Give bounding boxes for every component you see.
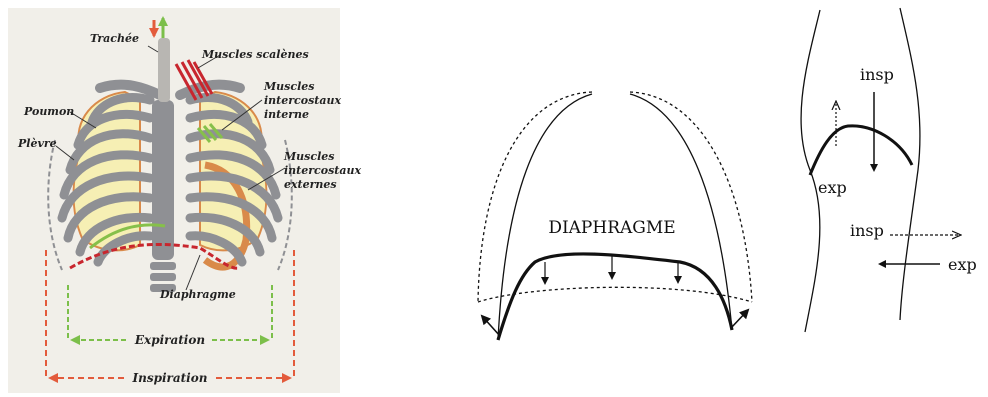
label-insp-side: insp — [850, 221, 884, 240]
ribcage-outline-expiration-left — [498, 94, 592, 340]
rib-expansion-arrow-left — [482, 316, 500, 336]
label-exp-top: exp — [818, 178, 847, 197]
label-expiration: Expiration — [134, 333, 205, 347]
label-diaphragme-middle: DIAPHRAGME — [548, 218, 675, 238]
label-plevre: Plèvre — [17, 137, 57, 150]
ribcage-outline-inspiration-left — [478, 92, 592, 302]
label-inspiration: Inspiration — [132, 371, 208, 385]
diaphragm-flattened-line — [478, 287, 752, 302]
rib-cage-illustration: Trachée Muscles scalènes Muscles interco… — [8, 8, 365, 393]
label-muscles-intercostaux-externes: Muscles intercostaux externes — [283, 150, 365, 191]
ribcage-outline-inspiration-right — [630, 92, 752, 302]
rib-expansion-arrow-right — [731, 310, 748, 328]
lateral-diaphragm-diagram: insp exp insp exp — [801, 8, 977, 332]
label-exp-side: exp — [948, 255, 977, 274]
label-trachee: Trachée — [90, 32, 139, 45]
label-insp-top: insp — [860, 65, 894, 84]
label-muscles-scalenes: Muscles scalènes — [201, 48, 309, 61]
label-poumon: Poumon — [23, 105, 74, 118]
label-diaphragme: Diaphragme — [159, 288, 236, 301]
sternum — [152, 100, 174, 260]
trachea — [158, 38, 170, 102]
lateral-dome-line — [810, 126, 912, 175]
diaphragm-dome-diagram: DIAPHRAGME — [478, 92, 752, 340]
diaphragm-dome-line — [498, 254, 732, 340]
